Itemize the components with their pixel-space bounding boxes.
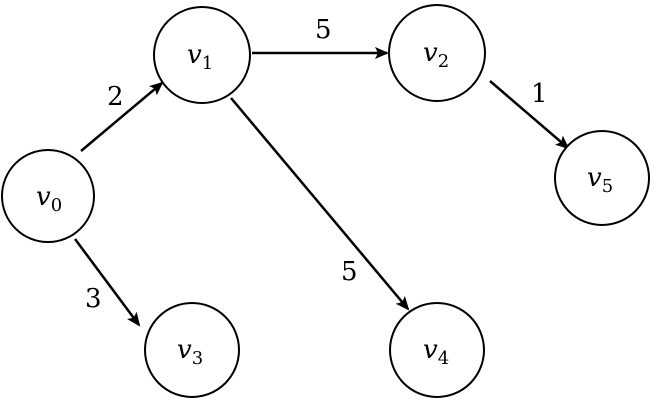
node-v3: v3 [144,302,240,398]
node-v5-circle [554,130,650,226]
edge-weight-v0-v3: 3 [85,284,102,314]
node-v0-circle [1,149,95,243]
nodes-group: v0 v1 v2 v3 v4 [1,4,650,398]
node-v5: v5 [554,130,650,226]
edge-v0-v1 [80,81,164,152]
node-v2-circle [388,4,486,102]
edge-v1-v4 [230,97,410,311]
node-v2: v2 [388,4,486,102]
node-v0: v0 [1,149,95,243]
node-v1: v1 [153,6,251,104]
edge-weight-v1-v4: 5 [341,257,358,287]
node-v4-circle [389,302,485,398]
node-v4: v4 [389,302,485,398]
node-v1-circle [153,6,251,104]
node-v2-label: v2 [423,38,449,72]
node-v3-circle [144,302,240,398]
node-v0-label: v0 [36,182,62,216]
node-v4-label: v4 [423,335,449,369]
node-v1-label: v1 [187,40,213,74]
node-v5-label: v5 [587,163,613,197]
edge-v0-v3 [73,238,141,327]
edge-weights-group: 2 3 5 5 1 [85,15,548,314]
edge-v2-v5 [489,80,570,150]
edge-weight-v1-v2: 5 [315,15,332,45]
edge-weight-v2-v5: 1 [531,79,548,109]
node-v3-label: v3 [177,335,203,369]
edges-group [73,47,570,327]
edge-weight-v0-v1: 2 [107,82,124,112]
